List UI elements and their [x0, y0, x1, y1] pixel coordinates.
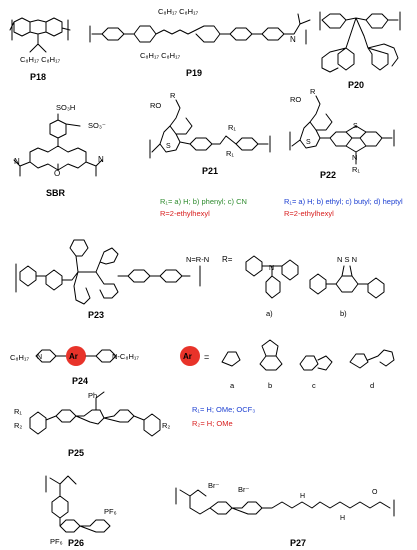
p27-carbonyl-o: O [372, 489, 378, 496]
p26-pf6-bottom: PF₆ [50, 537, 63, 546]
compound-p20: P20 [319, 11, 401, 90]
compound-p21: RO R S R₁ R₁ P21 R₁= a) H; b) phenyl; c)… [149, 91, 271, 218]
p21-r1-note: R₁= a) H; b) phenyl; c) CN [160, 197, 247, 206]
p21-r1-bottom: R₁ [226, 149, 234, 158]
p22-r-note: R=2-ethylhexyl [284, 209, 334, 218]
p19-substituent-top: C₈H₁₇ C₈H₁₇ [158, 7, 199, 16]
p18-substituent: C₈H₁₇ C₈H₁₇ [20, 55, 61, 64]
sbr-amine-right: N [98, 155, 104, 164]
compound-p24: C₈H₁₇ N Ar N‑C₈H₁₇ P24 Ar = a b c d [10, 339, 395, 390]
compound-p25: Ph R₁ R₂ R₂ P25 R₁= H; OMe; OCF₃ R₂= H; … [14, 391, 255, 458]
p25-r1-left: R₁ [14, 407, 22, 416]
p24-opt-d: d [370, 381, 374, 390]
sbr-label: SBR [46, 188, 66, 198]
sbr-ring-o: O [54, 169, 60, 178]
p21-thiophene-s: S [166, 143, 171, 150]
p22-r: R [310, 87, 316, 96]
p23-triphenylamine-n: N [269, 265, 274, 272]
p21-ro: RO [150, 101, 161, 110]
p27-amide-nh: H [340, 515, 345, 522]
p26-label: P26 [68, 538, 84, 548]
p21-r-note: R=2-ethylhexyl [160, 209, 210, 218]
p21-label: P21 [202, 166, 218, 176]
p25-benzyl: Ph [88, 391, 97, 400]
p22-phenothiazine-n: N [352, 153, 357, 162]
p27-label: P27 [290, 538, 306, 548]
p22-thiophene-s: S [306, 139, 311, 146]
p27-amine-nh: H [300, 493, 305, 500]
p22-r1-note: R₁= a) H; b) ethyl; c) butyl; d) heptyl [284, 197, 403, 206]
p24-ar-label: Ar [69, 352, 78, 361]
p25-r2-right: R₂ [162, 421, 170, 430]
p22-phenothiazine-s: S [353, 123, 358, 130]
p21-r: R [170, 91, 176, 100]
p27-br-left: Br⁻ [208, 481, 220, 490]
p24-ar-core [66, 346, 86, 366]
compound-p27: Br⁻ Br⁻ H H O P27 [175, 481, 395, 548]
p24-pyridinium-n-left: N [37, 354, 42, 361]
p24-ar-equals: = [204, 352, 209, 362]
p25-r2-left: R₂ [14, 421, 22, 430]
p26-pf6-top: PF₆ [104, 507, 117, 516]
p18-label: P18 [30, 72, 46, 82]
p22-ro: RO [290, 95, 301, 104]
compound-p26: PF₆ PF₆ P26 [45, 475, 117, 548]
p24-octyl-left: C₈H₁₇ [10, 353, 29, 362]
p24-octyl-right: N‑C₈H₁₇ [112, 352, 139, 361]
p25-label: P25 [68, 448, 84, 458]
p25-r1-note: R₁= H; OMe; OCF₃ [192, 405, 255, 414]
p23-option-a: a) [266, 309, 273, 318]
p24-opt-c: c [312, 381, 316, 390]
compound-p19: C₈H₁₇ C₈H₁₇ C₈H₁₇ C₈H₁₇ N P19 [89, 7, 311, 78]
p23-label: P23 [88, 310, 104, 320]
p24-opt-b: b [268, 381, 272, 390]
p20-label: P20 [348, 80, 364, 90]
p24-ar-legend [180, 346, 200, 366]
p23-benzothiadiazole: N S N [337, 255, 357, 264]
sbr-so3h: SO₃H [56, 103, 75, 112]
compound-p22: RO R S S N R₁ P22 R₁= a) H; b) ethyl; c)… [284, 87, 403, 218]
p23-r-equals: R= [222, 255, 233, 264]
p24-label: P24 [72, 376, 88, 386]
p25-r2-note: R₂= H; OMe [192, 419, 233, 428]
sbr-amine-left: N [14, 157, 20, 166]
p19-label: P19 [186, 68, 202, 78]
p23-imine-chain: N=R-N [186, 255, 209, 264]
p21-r1-top: R₁ [228, 123, 236, 132]
compound-p23: N=R-N P23 R= N a) N S N b) [15, 239, 385, 320]
p24-ar-legend-label: Ar [183, 352, 192, 361]
sbr-so3-minus: SO₃⁻ [88, 121, 106, 130]
p22-r1: R₁ [352, 165, 360, 174]
p19-amine-n: N [290, 35, 296, 44]
p22-label: P22 [320, 170, 336, 180]
p23-option-b: b) [340, 309, 347, 318]
p27-br-right: Br⁻ [238, 485, 250, 494]
compound-sbr: SO₃H SO₃⁻ N N O SBR [13, 103, 106, 198]
p24-opt-a: a [230, 381, 235, 390]
p19-substituent-bottom: C₈H₁₇ C₈H₁₇ [140, 51, 181, 60]
compound-p18: C₈H₁₇ C₈H₁₇ P18 [9, 17, 71, 82]
